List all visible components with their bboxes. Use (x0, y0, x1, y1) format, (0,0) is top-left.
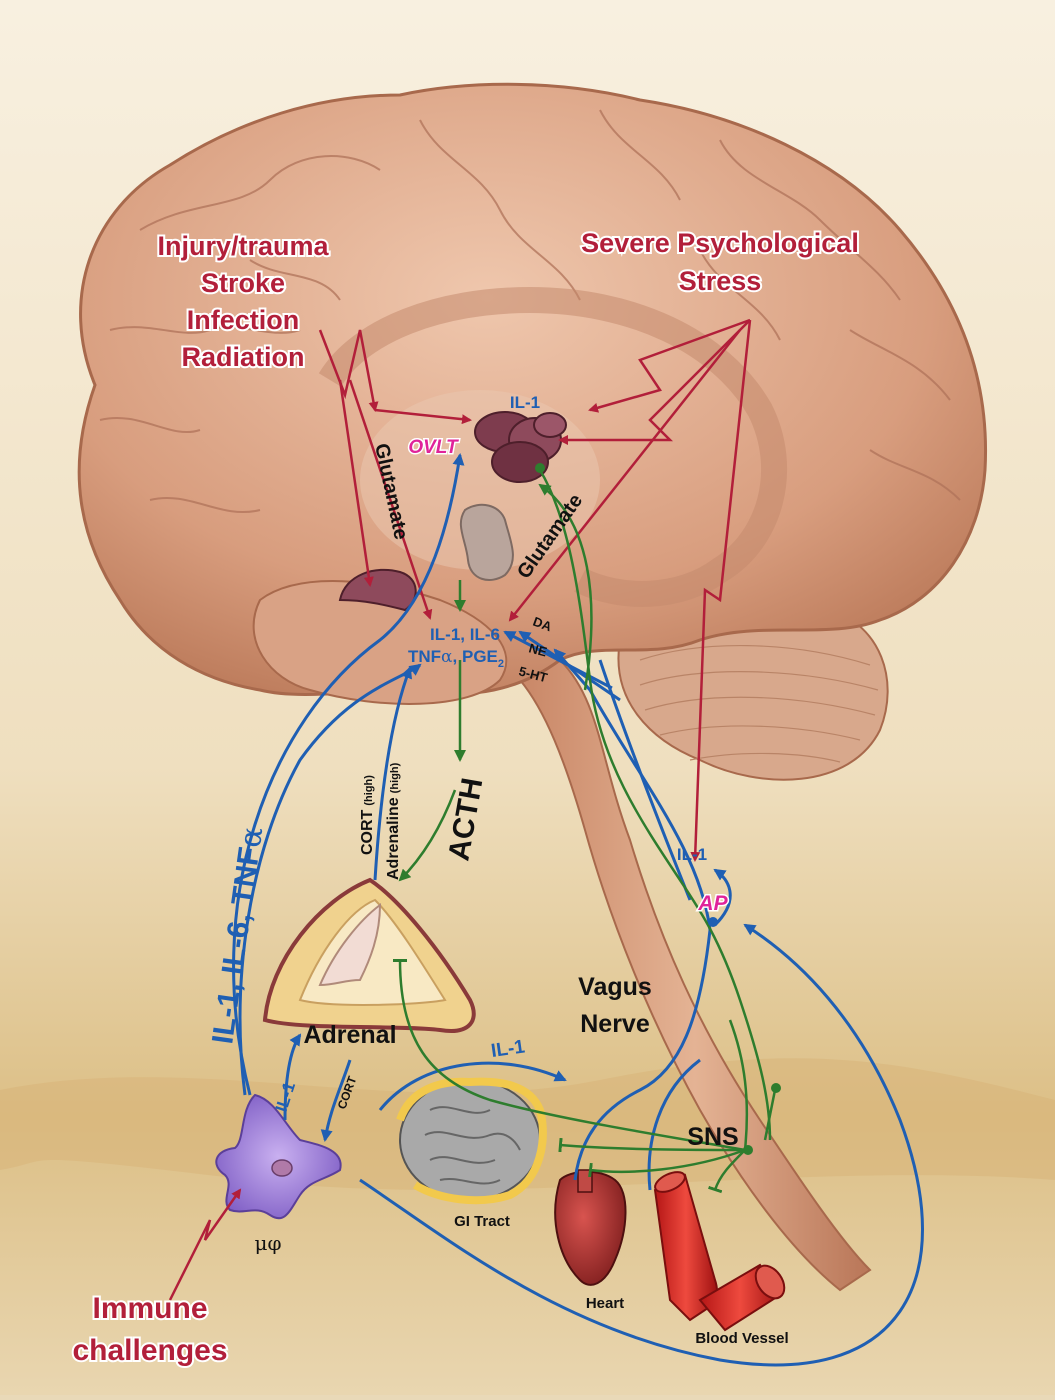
stress-line2: Stress (679, 266, 762, 296)
pge-subscript: 2 (498, 658, 504, 670)
injury-line1: Injury/trauma (157, 231, 329, 261)
tnf-alpha: α (441, 647, 453, 667)
blood-vessel-label: Blood Vessel (695, 1330, 788, 1347)
tnf-text: TNF (408, 647, 441, 666)
macrophage-label: μφ (254, 1231, 281, 1255)
sns-label: SNS (687, 1123, 738, 1151)
vagus-line2: Nerve (580, 1010, 650, 1038)
immune-line2: challenges (72, 1334, 227, 1367)
pge-text: , PGE (453, 647, 498, 666)
injury-line2: Stroke (201, 268, 285, 298)
ap-dot (708, 917, 718, 927)
ap-label: AP (697, 892, 728, 915)
il1-hypothalamus-label: IL-1 (510, 393, 540, 412)
gi-tract-label: GI Tract (454, 1213, 510, 1230)
stress-line1: Severe Psychological (581, 228, 859, 258)
il1-ap-label: IL-1 (677, 845, 707, 864)
injury-line4: Radiation (181, 342, 304, 372)
vagus-line1: Vagus (578, 973, 652, 1001)
cytokines-line1: IL-1, IL-6 (430, 625, 500, 644)
injury-line3: Infection (187, 305, 300, 335)
immune-line1: Immune (92, 1292, 207, 1325)
adrenal-label: Adrenal (303, 1021, 396, 1049)
ovlt-label: OVLT (408, 437, 459, 458)
heart-label: Heart (586, 1295, 624, 1312)
gi-tract-organ (400, 1080, 543, 1200)
